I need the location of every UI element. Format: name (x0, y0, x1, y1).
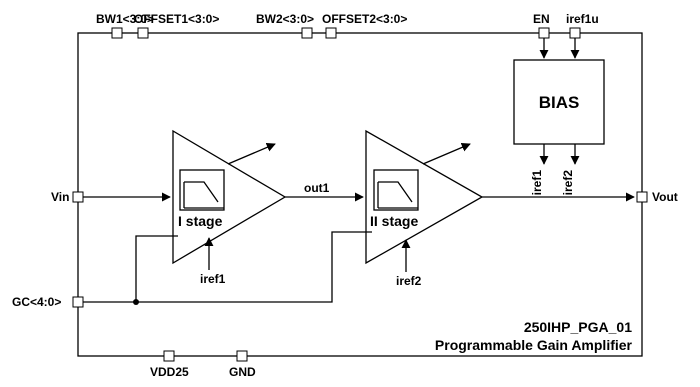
gc-bus-wire (83, 231, 372, 303)
stage1-filter-icon (179, 169, 225, 211)
vin-label: Vin (51, 190, 69, 204)
stage2-tune-arrow (422, 143, 471, 165)
cell-description-label: Programmable Gain Amplifier (435, 337, 633, 353)
bias-block (513, 59, 605, 145)
stage2-filter-response (378, 181, 413, 203)
gc-pin (72, 296, 84, 308)
stage2-label: II stage (370, 213, 418, 229)
bw2-label: BW2<3:0> (256, 12, 314, 26)
bw2-pin (301, 27, 313, 39)
iref2-in-label: iref2 (396, 274, 422, 288)
gc-label: GC<4:0> (12, 295, 61, 309)
gc-stage1-wire (135, 235, 178, 302)
offset1-pin (137, 27, 149, 39)
offset1-label: OFFSET1<3:0> (134, 12, 219, 26)
offset2-label: OFFSET2<3:0> (322, 12, 407, 26)
bias-label: BIAS (539, 93, 580, 112)
stage1-label: I stage (178, 213, 223, 229)
stage1-amplifier (172, 129, 287, 265)
cell-boundary (77, 32, 643, 357)
stage1-tune-arrow (227, 143, 276, 165)
iref1-out-label: iref1 (530, 170, 544, 196)
iref1u-pin (569, 27, 581, 39)
vdd-pin (163, 350, 175, 362)
en-label: EN (533, 12, 550, 26)
stage2-amplifier (365, 129, 484, 265)
gc-junction-dot (133, 299, 139, 305)
vin-pin (72, 191, 84, 203)
iref1u-label: iref1u (566, 12, 599, 26)
cell-name-label: 250IHP_PGA_01 (524, 319, 632, 335)
gnd-pin (236, 350, 248, 362)
iref1-in-label: iref1 (200, 272, 226, 286)
stage1-filter-response (184, 181, 219, 203)
vdd-label: VDD25 (150, 365, 189, 379)
out1-label: out1 (304, 181, 330, 195)
offset2-pin (325, 27, 337, 39)
vout-pin (636, 191, 648, 203)
bw1-label: BW1<3:0> (96, 12, 154, 26)
en-pin (538, 27, 550, 39)
iref2-out-label: iref2 (561, 170, 575, 196)
stage2-filter-icon (373, 169, 419, 211)
vout-label: Vout (652, 190, 678, 204)
bw1-pin (111, 27, 123, 39)
gnd-label: GND (229, 365, 256, 379)
